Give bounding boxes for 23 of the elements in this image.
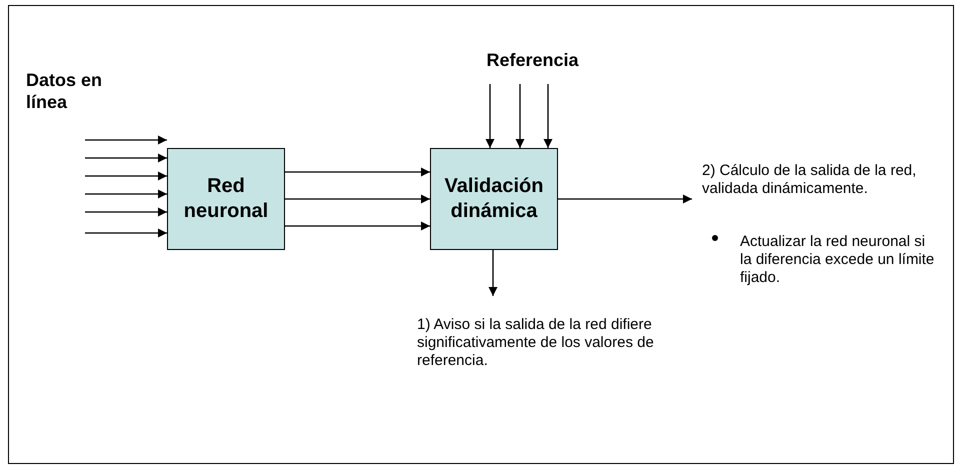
arrow [85,208,167,216]
arrow [285,194,430,204]
text-label: Datos en línea [26,70,104,114]
box-label: Red neuronal [182,174,270,224]
text-label: Referencia [485,50,580,72]
arrow [558,194,692,204]
arrow [285,168,430,176]
arrow [285,222,430,230]
text-label: 2) Cálculo de la salida de la red, validada dinámicamente. [702,162,918,198]
arrow [516,84,524,148]
text-label: 1) Aviso si la salida de la red difiere significativamente de los valores de referencia. [417,316,655,370]
arrow [85,190,167,198]
arrow [486,84,494,148]
arrow [85,136,167,144]
process-box [167,148,285,250]
box-label: Validación dinámica [444,174,544,224]
arrow [85,154,167,162]
arrow [544,84,552,148]
arrow [85,172,167,180]
arrow [85,228,167,238]
bullet-note: Actualizar la red neuronal si la diferencia excede un límite fijado. [740,233,936,287]
process-box [430,148,558,250]
arrow [488,250,498,296]
